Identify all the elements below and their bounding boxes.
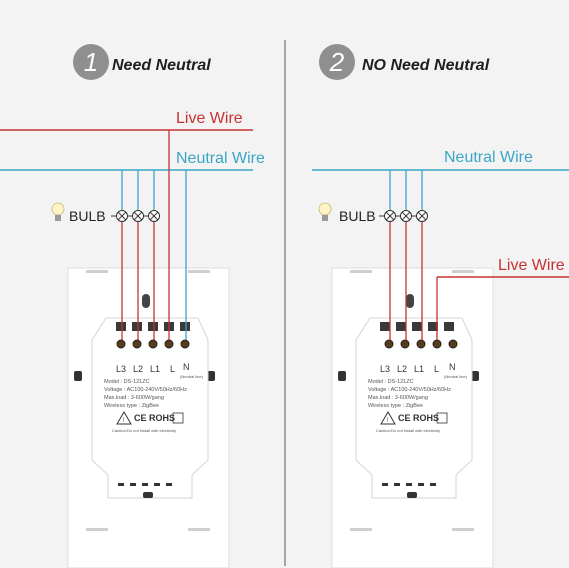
left-step-number: 1 xyxy=(73,44,109,80)
left-live-label: Live Wire xyxy=(176,110,243,127)
right-step-number: 2 xyxy=(319,44,355,80)
left-bulb-label: BULB xyxy=(69,208,106,224)
right-bulb-wires xyxy=(389,170,438,340)
left-module-body: ! xyxy=(91,317,209,499)
right-neutral-note: (Neutral line) xyxy=(444,374,467,379)
right-title: NO Need Neutral xyxy=(362,57,490,74)
left-bulb-icon xyxy=(51,202,65,221)
right-bulb-symbols xyxy=(384,210,428,222)
right-terminal-l3: L3 xyxy=(380,364,391,374)
left-terminal-l2: L2 xyxy=(133,364,144,374)
right-max-load: Max.load : 3-600W/gang xyxy=(368,395,428,401)
right-terminal-l2: L2 xyxy=(397,364,408,374)
left-neutral-label: Neutral Wire xyxy=(176,150,265,167)
left-title: Need Neutral xyxy=(112,57,211,74)
right-live-label: Live Wire xyxy=(498,257,565,274)
right-bulb-icon xyxy=(318,202,332,221)
left-terminal-l: L xyxy=(170,364,176,374)
right-terminal-n: N xyxy=(449,362,456,372)
left-neutral-note: (Neutral line) xyxy=(180,374,203,379)
right-voltage: Voltage : AC100-240V/50Hz/60Hz xyxy=(368,387,451,393)
svg-text:!: ! xyxy=(123,418,125,424)
right-bulb-label: BULB xyxy=(339,208,376,224)
right-certs: CE ROHS xyxy=(398,413,440,423)
left-bulb-symbols xyxy=(116,210,160,222)
left-voltage: Voltage : AC100-240V/50Hz/60Hz xyxy=(104,387,187,393)
left-terminal-l1: L1 xyxy=(150,364,161,374)
right-module-body: ! xyxy=(355,317,473,499)
right-wireless: Wireless type : ZigBee xyxy=(368,403,424,409)
right-terminal-l1: L1 xyxy=(414,364,425,374)
svg-text:!: ! xyxy=(387,418,389,424)
left-terminal-n: N xyxy=(183,362,190,372)
left-certs: CE ROHS xyxy=(134,413,176,423)
left-max-load: Max.load : 3-600W/gang xyxy=(104,395,164,401)
left-terminal-l3: L3 xyxy=(116,364,127,374)
right-neutral-label: Neutral Wire xyxy=(444,149,533,166)
left-caution: Caution:Do not install with electricity xyxy=(112,428,177,433)
right-terminal-l: L xyxy=(434,364,440,374)
right-model: Model : DS-121ZC xyxy=(368,379,414,385)
left-wireless: Wireless type : ZigBee xyxy=(104,403,160,409)
left-model: Model : DS-121ZC xyxy=(104,379,150,385)
right-caution: Caution:Do not install with electricity xyxy=(376,428,441,433)
left-bulb-wires xyxy=(121,130,187,340)
